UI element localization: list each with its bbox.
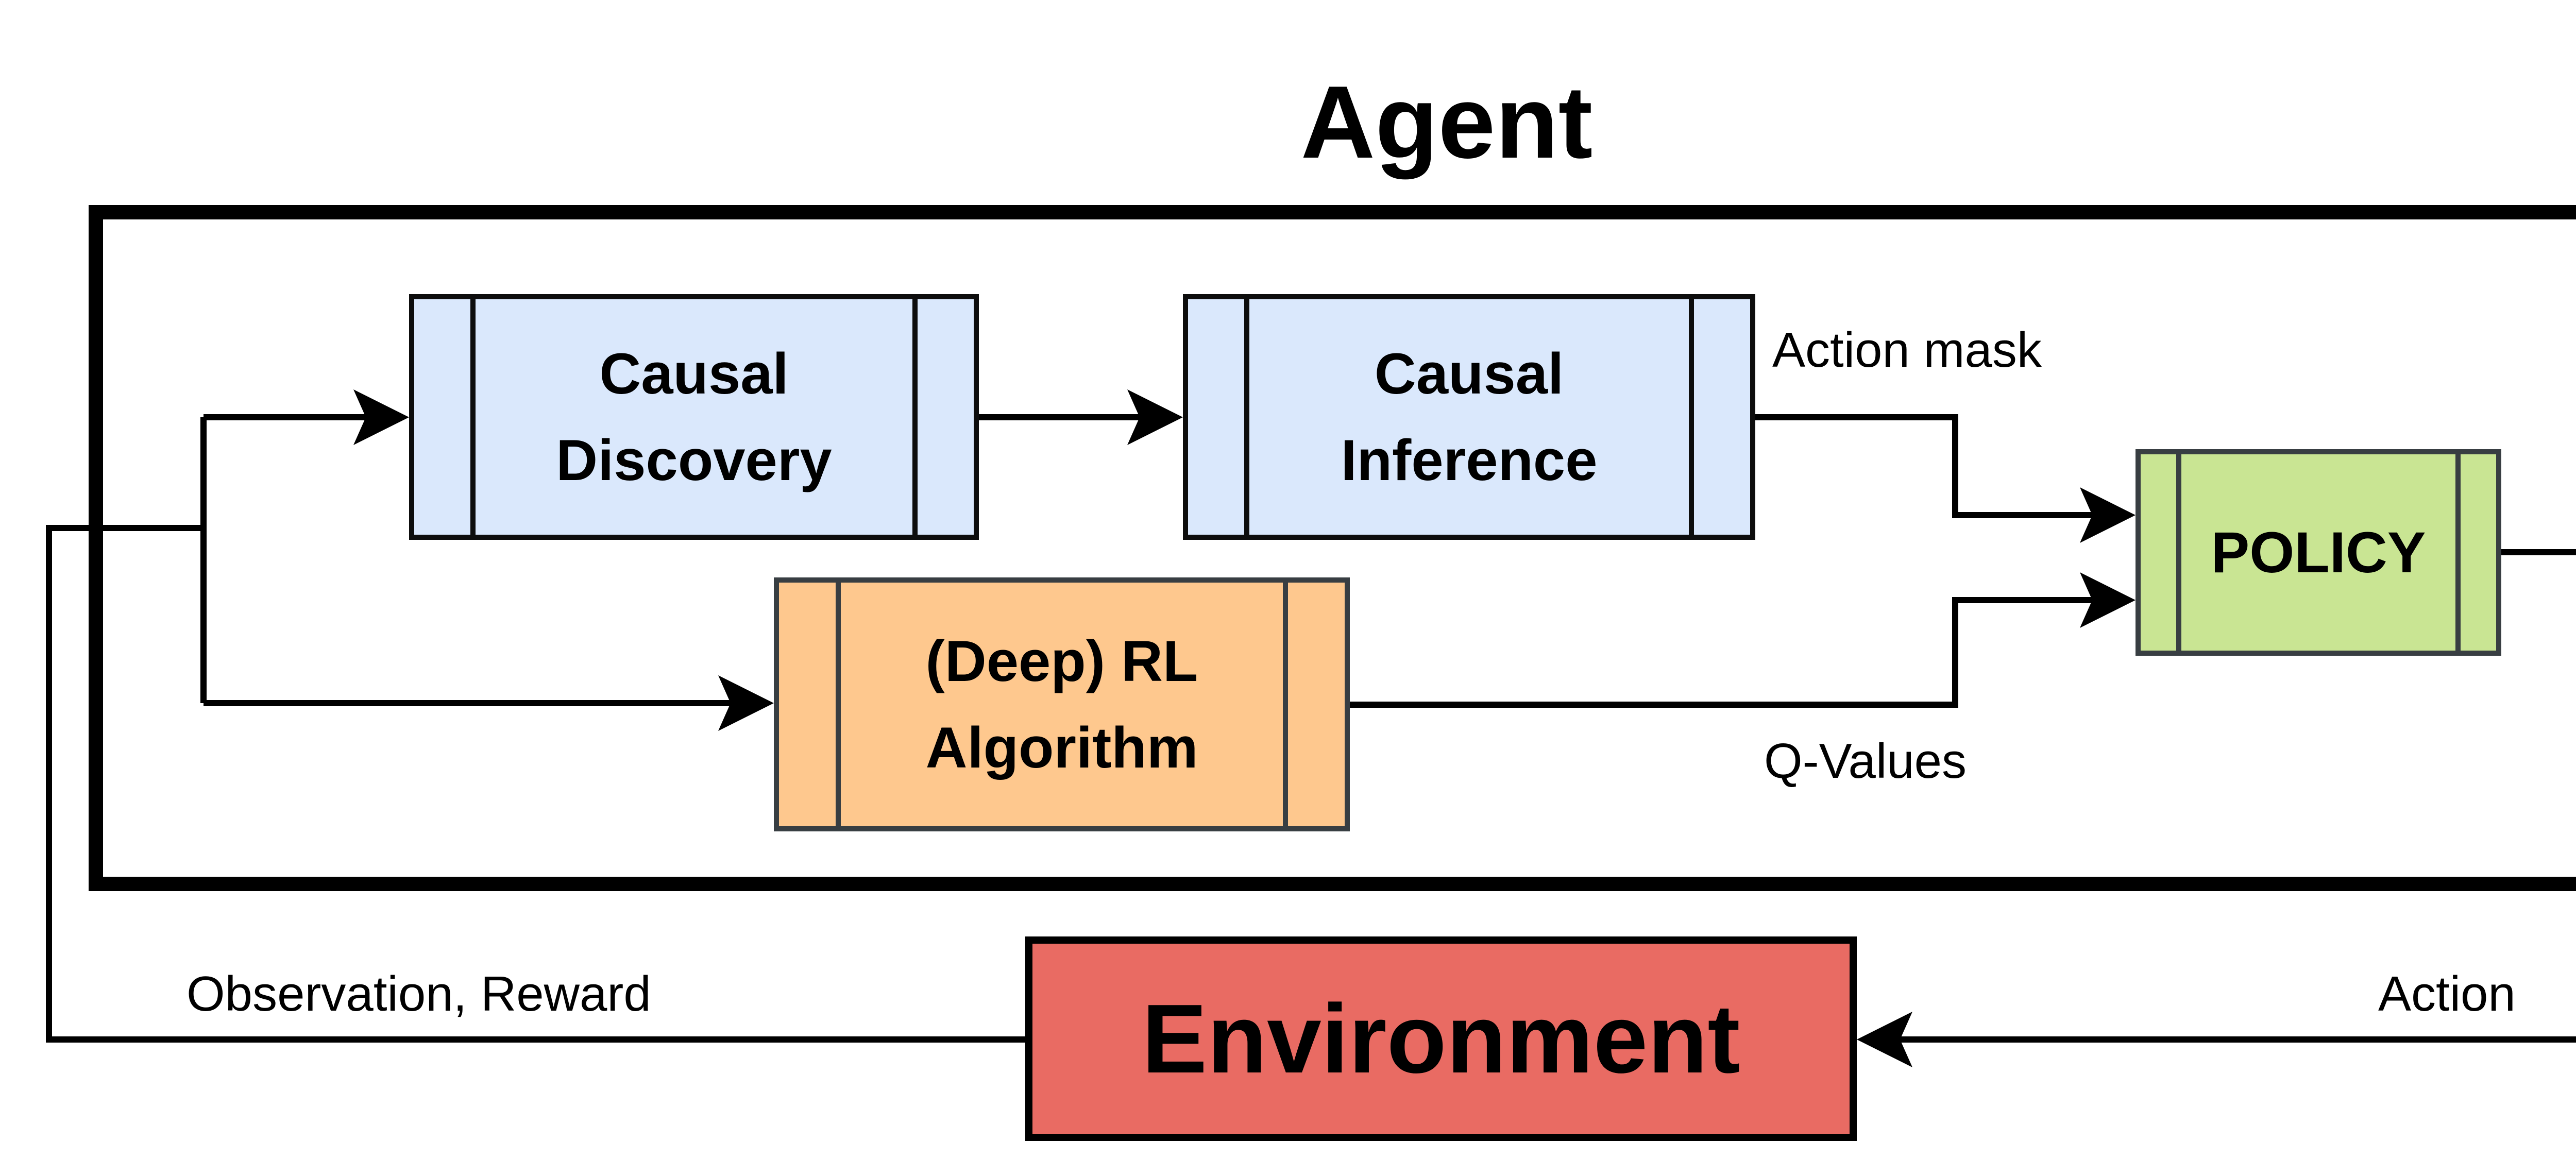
process-bar-right [1688, 299, 1694, 535]
arrowhead-into-policy-upper [2080, 487, 2136, 543]
arrowhead-into-policy-lower [2080, 572, 2136, 628]
node-rl-algorithm: (Deep) RL Algorithm [774, 577, 1350, 831]
edge-label-q-values: Q-Values [1764, 734, 1967, 789]
arrowhead-into-environment [1857, 1012, 1912, 1067]
process-bar-left [835, 583, 841, 826]
edge-q-values-line [1350, 597, 2092, 708]
diagram-title: Agent [1300, 65, 1593, 180]
process-bar-left [470, 299, 476, 535]
edge-label-action: Action [2378, 966, 2516, 1021]
edge-action-mask-line [1755, 414, 2092, 518]
node-policy: POLICY [2136, 449, 2501, 656]
process-bar-left [1244, 299, 1250, 535]
node-label: Causal Inference [1341, 341, 1598, 492]
process-bar-right [912, 299, 918, 535]
edge-label-observation-reward: Observation, Reward [187, 966, 651, 1021]
node-environment: Environment [1025, 936, 1857, 1141]
process-bar-left [2176, 454, 2181, 651]
process-bar-right [2455, 454, 2461, 651]
agent-container-box [89, 205, 2576, 891]
node-causal-inference: Causal Inference [1183, 294, 1755, 540]
edge-label-action-mask: Action mask [1772, 322, 2042, 378]
edge-observation-reward-line [46, 525, 1025, 1043]
node-label: POLICY [2211, 520, 2426, 585]
process-bar-right [1283, 583, 1289, 826]
arrowhead-into-rl-algorithm [718, 675, 774, 731]
node-label: Environment [1142, 984, 1740, 1094]
node-causal-discovery: Causal Discovery [409, 294, 979, 540]
node-label: (Deep) RL Algorithm [925, 628, 1198, 780]
arrowhead-into-causal-discovery [353, 389, 409, 445]
edge-action-line [1900, 549, 2576, 1043]
node-label: Causal Discovery [556, 341, 832, 492]
arrowhead-into-causal-inference [1127, 389, 1183, 445]
